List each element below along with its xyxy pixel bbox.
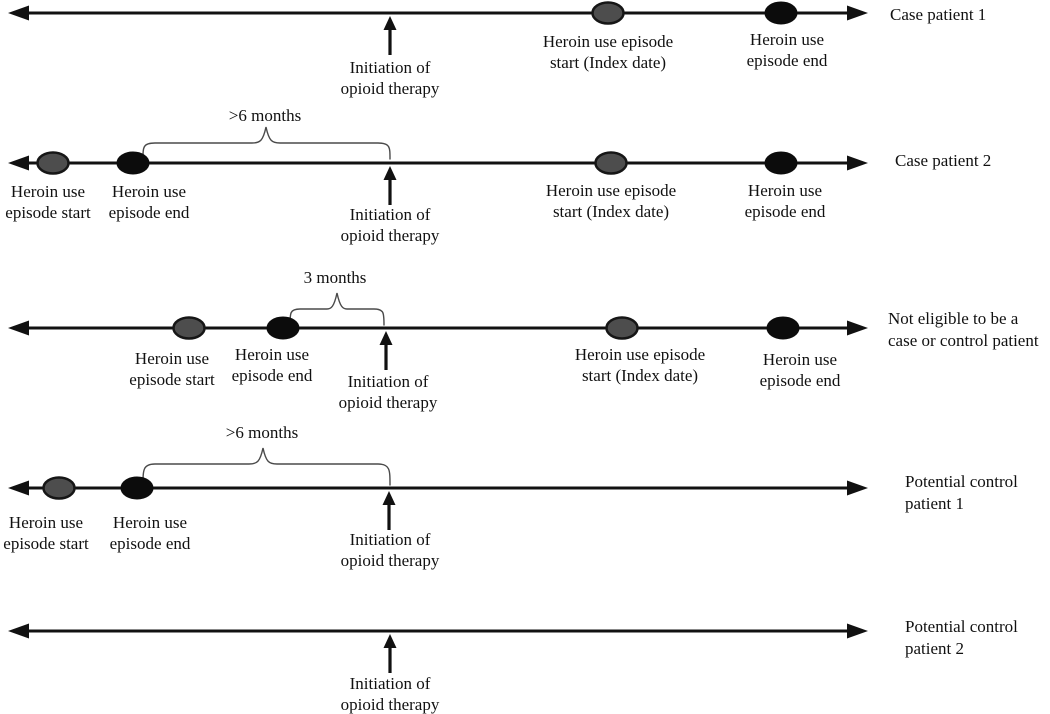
initiation-arrowhead-icon <box>382 491 396 505</box>
heroin-episode-end-label: Heroin use episode end <box>231 345 313 385</box>
episode-start-marker <box>172 316 206 340</box>
heroin-index-start-label: Heroin use episode start (Index date) <box>542 32 674 72</box>
row-label-potential-control-2: Potential control patient 2 <box>905 617 1018 658</box>
episode-start-marker <box>605 316 639 340</box>
episode-start-marker <box>36 151 70 175</box>
episode-start-marker <box>42 476 76 500</box>
episode-start-marker <box>591 1 625 25</box>
timeline-case-patient-2 <box>8 126 868 205</box>
initiation-of-opioid-therapy-label: Initiation of opioid therapy <box>340 205 440 245</box>
right-arrowhead-icon <box>847 5 868 21</box>
episode-end-marker <box>120 476 154 500</box>
right-arrowhead-icon <box>847 480 868 496</box>
left-arrowhead-icon <box>8 623 29 639</box>
heroin-episode-end-label: Heroin use episode end <box>744 181 826 221</box>
row-label-not-eligible: Not eligible to be a case or control pat… <box>888 309 1039 350</box>
initiation-arrowhead-icon <box>383 166 397 180</box>
left-arrowhead-icon <box>8 155 29 171</box>
heroin-episode-start-label: Heroin use episode start <box>5 182 91 222</box>
initiation-of-opioid-therapy-label: Initiation of opioid therapy <box>340 674 440 714</box>
episode-end-marker <box>116 151 150 175</box>
heroin-episode-end-label: Heroin use episode end <box>746 30 828 70</box>
episode-end-marker <box>764 151 798 175</box>
row-label-potential-control-1: Potential control patient 1 <box>905 472 1018 513</box>
episode-end-marker <box>266 316 300 340</box>
gap-brace <box>289 292 385 326</box>
heroin-index-start-label: Heroin use episode start (Index date) <box>574 345 706 385</box>
episode-end-marker <box>766 316 800 340</box>
gap-duration-label: 3 months <box>303 268 367 287</box>
heroin-episode-end-label: Heroin use episode end <box>108 182 190 222</box>
heroin-index-start-label: Heroin use episode start (Index date) <box>545 181 677 221</box>
initiation-arrowhead-icon <box>383 634 397 648</box>
episode-start-marker <box>594 151 628 175</box>
gap-brace <box>142 447 391 486</box>
gap-duration-label: >6 months <box>225 423 299 442</box>
right-arrowhead-icon <box>847 155 868 171</box>
timeline-case-patient-1 <box>8 1 868 55</box>
timeline-potential-control-2 <box>8 623 868 673</box>
row-label-case-patient-2: Case patient 2 <box>895 151 992 170</box>
heroin-episode-end-label: Heroin use episode end <box>109 513 191 553</box>
timeline-not-eligible <box>8 292 868 370</box>
left-arrowhead-icon <box>8 5 29 21</box>
initiation-of-opioid-therapy-label: Initiation of opioid therapy <box>340 58 440 98</box>
left-arrowhead-icon <box>8 480 29 496</box>
left-arrowhead-icon <box>8 320 29 336</box>
timeline-potential-control-1 <box>8 447 868 530</box>
gap-duration-label: >6 months <box>228 106 302 125</box>
initiation-arrowhead-icon <box>383 16 397 30</box>
heroin-episode-end-label: Heroin use episode end <box>759 350 841 390</box>
right-arrowhead-icon <box>847 320 868 336</box>
initiation-arrowhead-icon <box>379 331 393 345</box>
heroin-episode-start-label: Heroin use episode start <box>129 349 215 389</box>
gap-brace <box>142 126 391 160</box>
initiation-of-opioid-therapy-label: Initiation of opioid therapy <box>338 372 438 412</box>
initiation-of-opioid-therapy-label: Initiation of opioid therapy <box>340 530 440 570</box>
right-arrowhead-icon <box>847 623 868 639</box>
heroin-episode-start-label: Heroin use episode start <box>3 513 89 553</box>
episode-end-marker <box>764 1 798 25</box>
row-label-case-patient-1: Case patient 1 <box>890 5 987 24</box>
